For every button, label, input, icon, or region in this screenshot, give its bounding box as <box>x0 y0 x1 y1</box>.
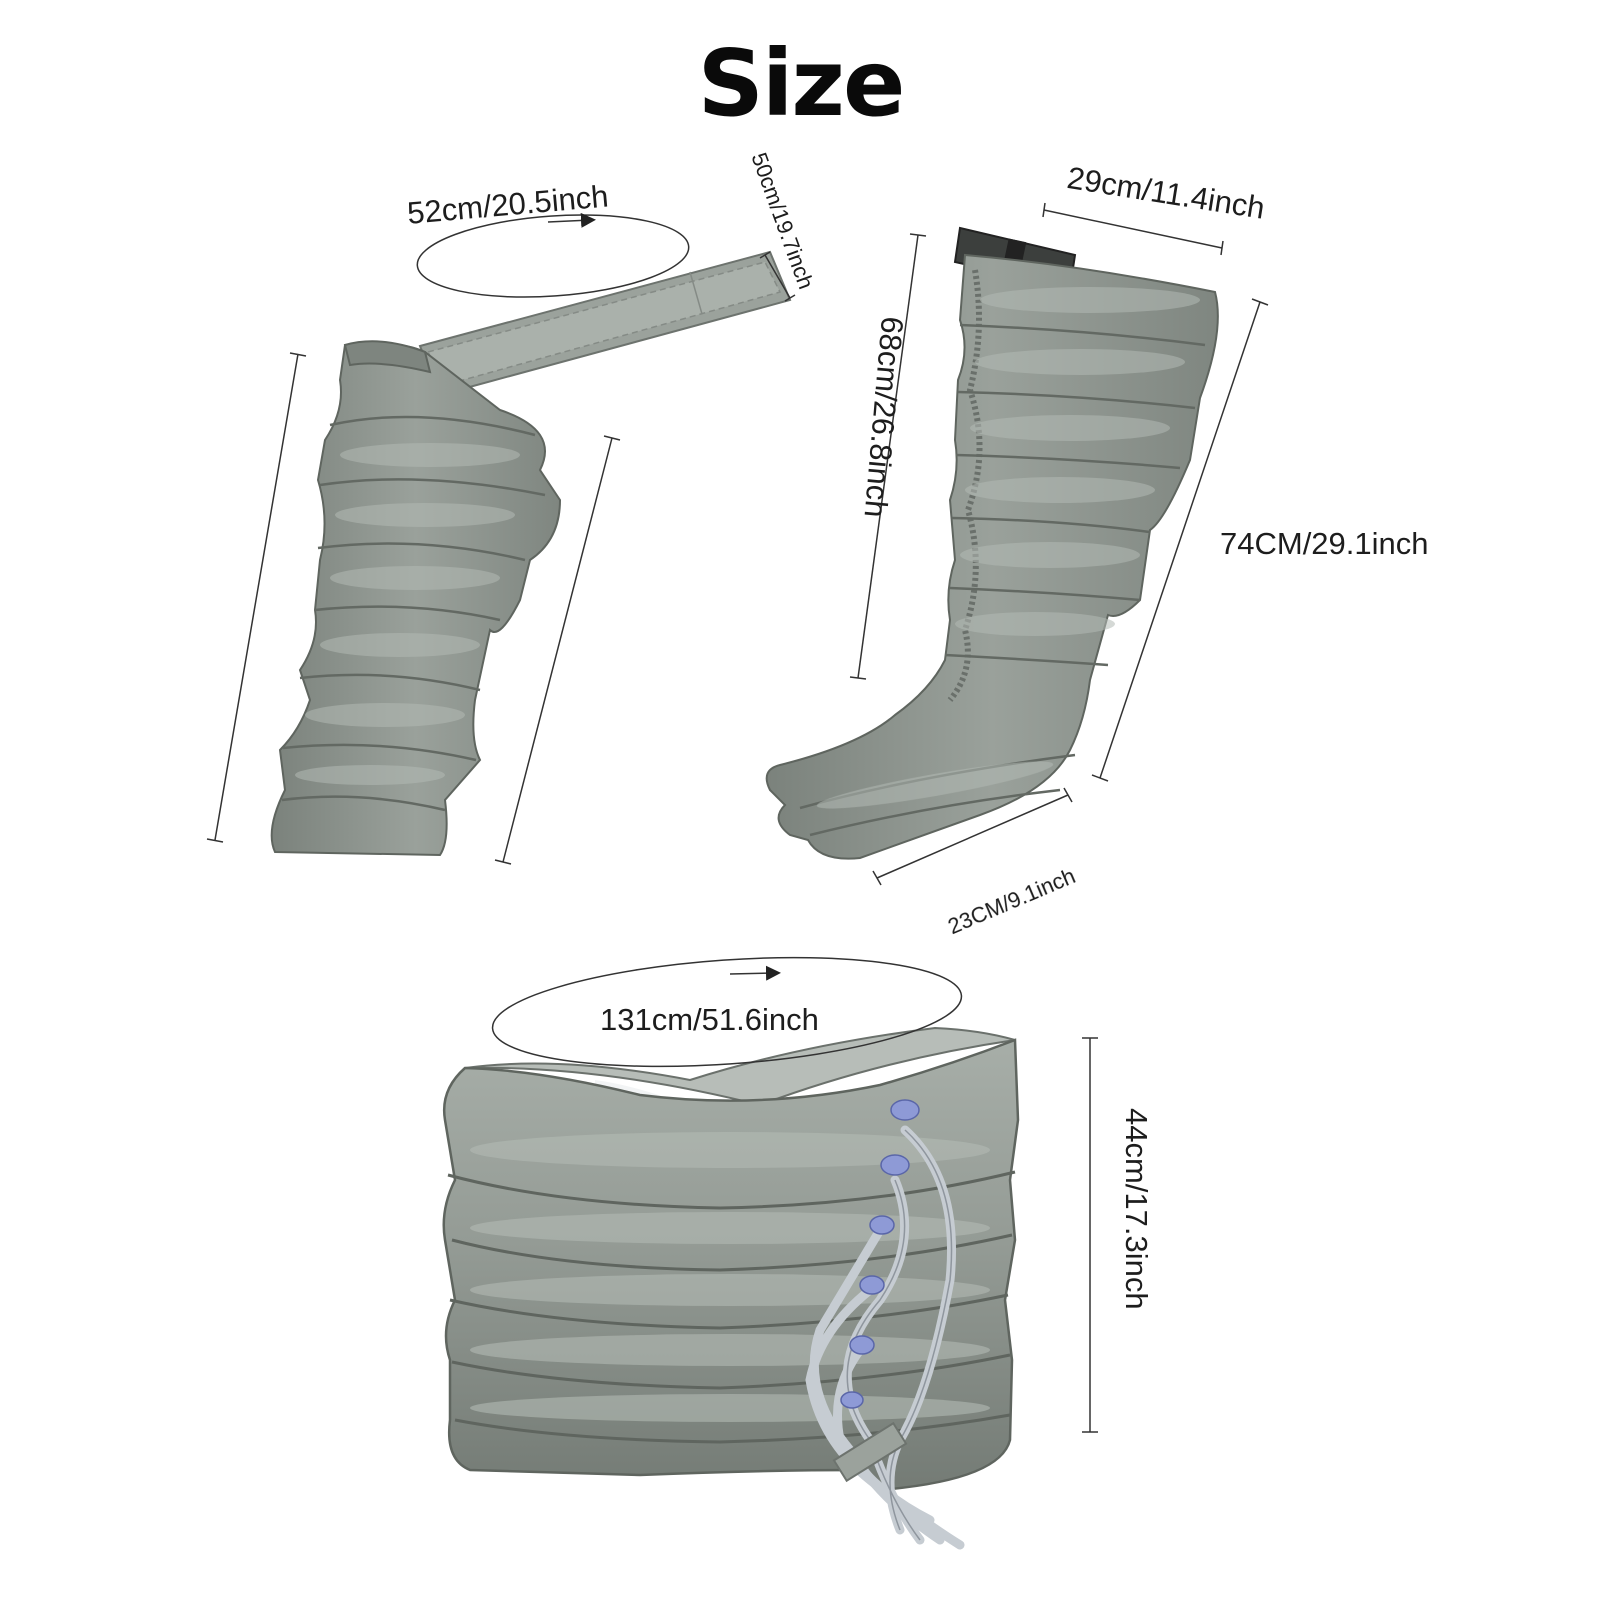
leg-inner-length-dim <box>857 234 919 679</box>
arm-chamber-seams <box>281 415 546 812</box>
leg-top-width-dim <box>1043 209 1223 249</box>
arm-sleeve-length-dim <box>502 437 613 863</box>
measurement-lines <box>206 202 1269 1433</box>
page-title: Size <box>697 30 906 137</box>
leg-outer-length-label: 74CM/29.1inch <box>1220 526 1429 561</box>
leg-boot-cuff <box>765 226 1219 860</box>
leg-foot-width-dim <box>876 794 1069 879</box>
arm-circumference-ellipse <box>416 214 690 298</box>
arm-sleeve-cuff <box>270 250 792 857</box>
waist-circumference-ellipse <box>491 956 963 1068</box>
waist-belt-body <box>442 1038 1020 1492</box>
leg-outer-length-dim <box>1099 301 1261 779</box>
arm-sleeve-body <box>270 342 562 857</box>
arm-total-length-dim <box>214 353 299 841</box>
leg-zipper <box>947 269 983 702</box>
waist-belt-cuff <box>442 1026 1020 1550</box>
leg-chamber-seams <box>799 323 1206 837</box>
hose-strap <box>832 1421 908 1483</box>
arm-strap-velcro <box>426 261 782 386</box>
hose-connectors <box>840 1099 920 1409</box>
waist-height-label: 44cm/17.3inch <box>1119 1108 1154 1310</box>
waist-circumference-label: 131cm/51.6inch <box>600 1002 819 1037</box>
arm-strap-dim <box>764 254 791 299</box>
